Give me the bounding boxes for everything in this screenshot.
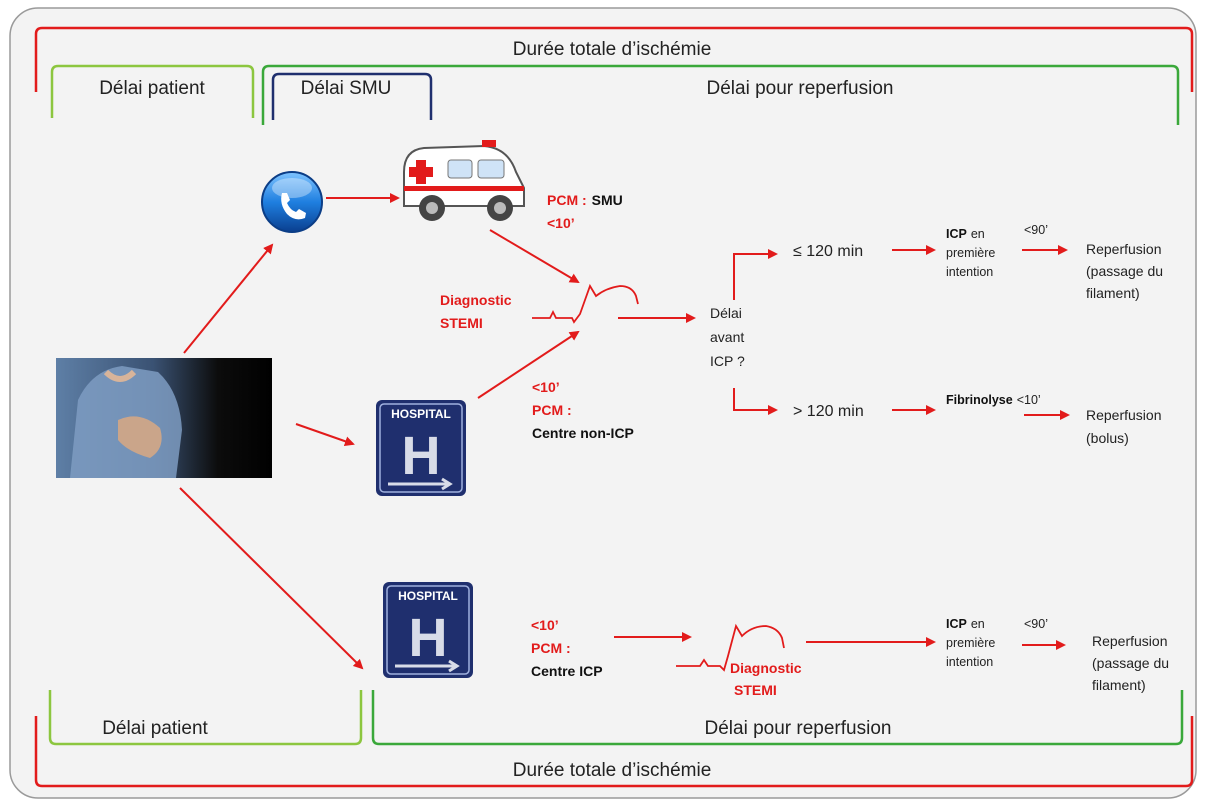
icp-pcm: PCM :: [531, 640, 571, 656]
smu-pcm-line: PCM :SMU: [547, 192, 623, 208]
bottom-reperfusion-bracket: [371, 690, 1184, 746]
bottom-total-label: Durée totale d’ischémie: [513, 760, 712, 781]
hospital-letter: H: [402, 426, 441, 486]
non-icp-time: <10’: [532, 379, 560, 395]
top-smu-bracket: [271, 72, 433, 120]
patient-chest-pain-photo: [56, 358, 272, 478]
upper-delay: ≤ 120 min: [793, 243, 863, 260]
upper-icp-line2: première: [946, 246, 995, 260]
phone-icon: [261, 171, 323, 233]
lower-result-line1: Reperfusion: [1086, 407, 1162, 423]
decision-line2: avant: [710, 329, 744, 345]
ambulance-icon: [403, 140, 525, 221]
ecg-trace-icon: [676, 623, 785, 672]
icp-result-line3: filament): [1092, 677, 1146, 693]
hospital-sign-icon: HOSPITAL H: [376, 400, 466, 496]
icp-diagnostic-line1: Diagnostic: [730, 660, 802, 676]
lower-result-line2: (bolus): [1086, 430, 1129, 446]
smu-time: <10’: [547, 215, 575, 231]
ecg-trace-icon: [532, 283, 639, 324]
upper-result-line2: (passage du: [1086, 263, 1163, 279]
icp-result-line1: Reperfusion: [1092, 633, 1168, 649]
icp-icp-line2: première: [946, 636, 995, 650]
upper-icp-line3: intention: [946, 265, 993, 279]
lower-delay: > 120 min: [793, 403, 864, 420]
top-patient-bracket: [50, 64, 255, 118]
upper-time: <90’: [1024, 223, 1048, 237]
hospital-sign-icon: HOSPITAL H: [383, 582, 473, 678]
lower-fibrinolyse: Fibrinolyse<10’: [946, 393, 1041, 407]
decision-line1: Délai: [710, 305, 742, 321]
icp-icp-line3: intention: [946, 655, 993, 669]
decision-line3: ICP ?: [710, 353, 745, 369]
bottom-total-bracket: [34, 716, 1194, 788]
bottom-reperfusion-label: Délai pour reperfusion: [705, 718, 892, 739]
bottom-patient-label: Délai patient: [102, 718, 208, 739]
hospital-letter: H: [409, 608, 448, 668]
top-reperfusion-label: Délai pour reperfusion: [707, 78, 894, 99]
diagnostic-line2: STEMI: [440, 315, 483, 331]
flow-arrows: [179, 193, 1070, 670]
non-icp-pcm: PCM :: [532, 402, 572, 418]
upper-result-line3: filament): [1086, 285, 1140, 301]
top-total-bracket: [34, 26, 1194, 92]
diagnostic-line1: Diagnostic: [440, 292, 512, 308]
top-reperfusion-bracket: [261, 64, 1180, 125]
hospital-sign-text: HOSPITAL: [391, 407, 451, 421]
icp-center: Centre ICP: [531, 663, 603, 679]
top-smu-label: Délai SMU: [301, 78, 392, 99]
non-icp-center: Centre non-ICP: [532, 425, 634, 441]
icp-result-line2: (passage du: [1092, 655, 1169, 671]
top-total-label: Durée totale d’ischémie: [513, 39, 712, 60]
bottom-patient-bracket: [48, 690, 363, 746]
hospital-sign-text: HOSPITAL: [398, 589, 458, 603]
icp-time2: <90’: [1024, 617, 1048, 631]
upper-result-line1: Reperfusion: [1086, 241, 1162, 257]
top-patient-label: Délai patient: [99, 78, 205, 99]
icp-time: <10’: [531, 617, 559, 633]
icp-diagnostic-line2: STEMI: [734, 682, 777, 698]
